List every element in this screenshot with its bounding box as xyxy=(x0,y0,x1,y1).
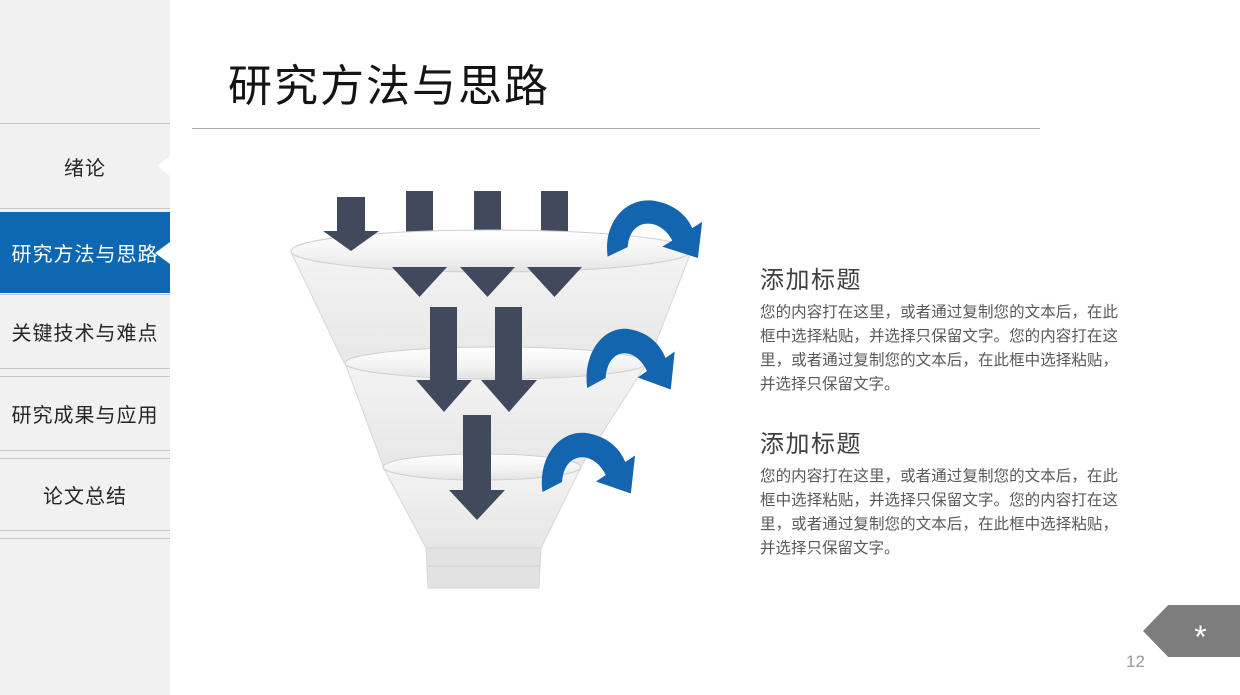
page-title: 研究方法与思路 xyxy=(228,62,550,111)
down-arrow-short xyxy=(323,197,379,251)
left-arrow-notch-icon xyxy=(157,156,170,176)
sidebar-item-thesis-summary[interactable]: 论文总结 xyxy=(0,458,170,531)
sidebar-item-label: 关键技术与难点 xyxy=(11,323,159,345)
footer-flag: * xyxy=(1143,605,1240,657)
sidebar-item-label: 研究方法与思路 xyxy=(11,244,159,266)
sidebar-item-label: 研究成果与应用 xyxy=(11,405,159,427)
sidebar-divider xyxy=(0,538,170,539)
sidebar-item-key-technology[interactable]: 关键技术与难点 xyxy=(0,294,170,369)
sidebar-item-research-results[interactable]: 研究成果与应用 xyxy=(0,376,170,451)
down-arrow-row-2 xyxy=(416,307,537,412)
section-heading: 添加标题 xyxy=(760,267,862,294)
sidebar: 绪论 研究方法与思路 关键技术与难点 研究成果与应用 论文总结 xyxy=(0,0,170,695)
asterisk-marker: * xyxy=(1194,619,1207,655)
sidebar-item-introduction[interactable]: 绪论 xyxy=(0,123,170,209)
section-body: 您的内容打在这里，或者通过复制您的文本后，在此框中选择粘贴，并选择只保留文字。您… xyxy=(760,304,1118,393)
sidebar-item-label: 绪论 xyxy=(64,157,106,180)
funnel-pedestal xyxy=(425,547,542,589)
funnel-diagram xyxy=(290,191,703,589)
title-underline xyxy=(192,128,1040,129)
down-arrow-row-1-heads xyxy=(392,267,582,297)
section-heading: 添加标题 xyxy=(760,431,862,458)
left-arrow-notch-icon xyxy=(155,241,170,264)
down-arrow-row-3 xyxy=(449,415,505,520)
sidebar-item-research-methods-active[interactable]: 研究方法与思路 xyxy=(0,212,170,293)
page-number: 12 xyxy=(1126,652,1145,671)
section-body: 您的内容打在这里，或者通过复制您的文本后，在此框中选择粘贴，并选择只保留文字。您… xyxy=(760,468,1118,557)
sidebar-item-label: 论文总结 xyxy=(43,486,127,508)
